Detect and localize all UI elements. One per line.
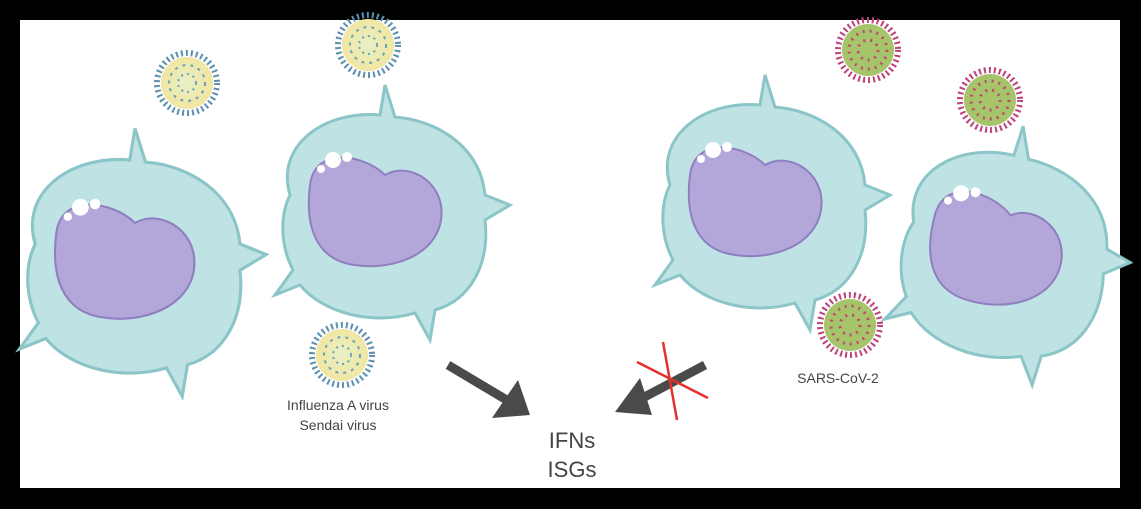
influenza-virus-icon <box>338 15 398 75</box>
influenza-virus-icon <box>312 325 372 385</box>
sars-cov-2-virus-icon <box>960 70 1020 130</box>
host-cell-4 <box>877 109 1141 398</box>
influenza-label: Influenza A virus <box>287 397 389 413</box>
sendai-label: Sendai virus <box>299 417 376 433</box>
host-cell-1 <box>17 126 268 398</box>
sars-cov-2-virus-icon <box>820 295 880 355</box>
host-cell-3 <box>653 73 892 332</box>
influenza-virus-icon <box>157 53 217 113</box>
isgs-label: ISGs <box>548 457 597 482</box>
host-cell-2 <box>273 83 512 342</box>
ifns-label: IFNs <box>549 428 595 453</box>
sars-cov-2-label: SARS-CoV-2 <box>797 370 879 386</box>
block-x-icon <box>636 341 709 421</box>
induction-arrow-icon <box>445 361 530 418</box>
diagram-canvas: Influenza A virus Sendai virus SARS-CoV-… <box>17 20 1141 488</box>
sars-cov-2-virus-icon <box>838 20 898 80</box>
